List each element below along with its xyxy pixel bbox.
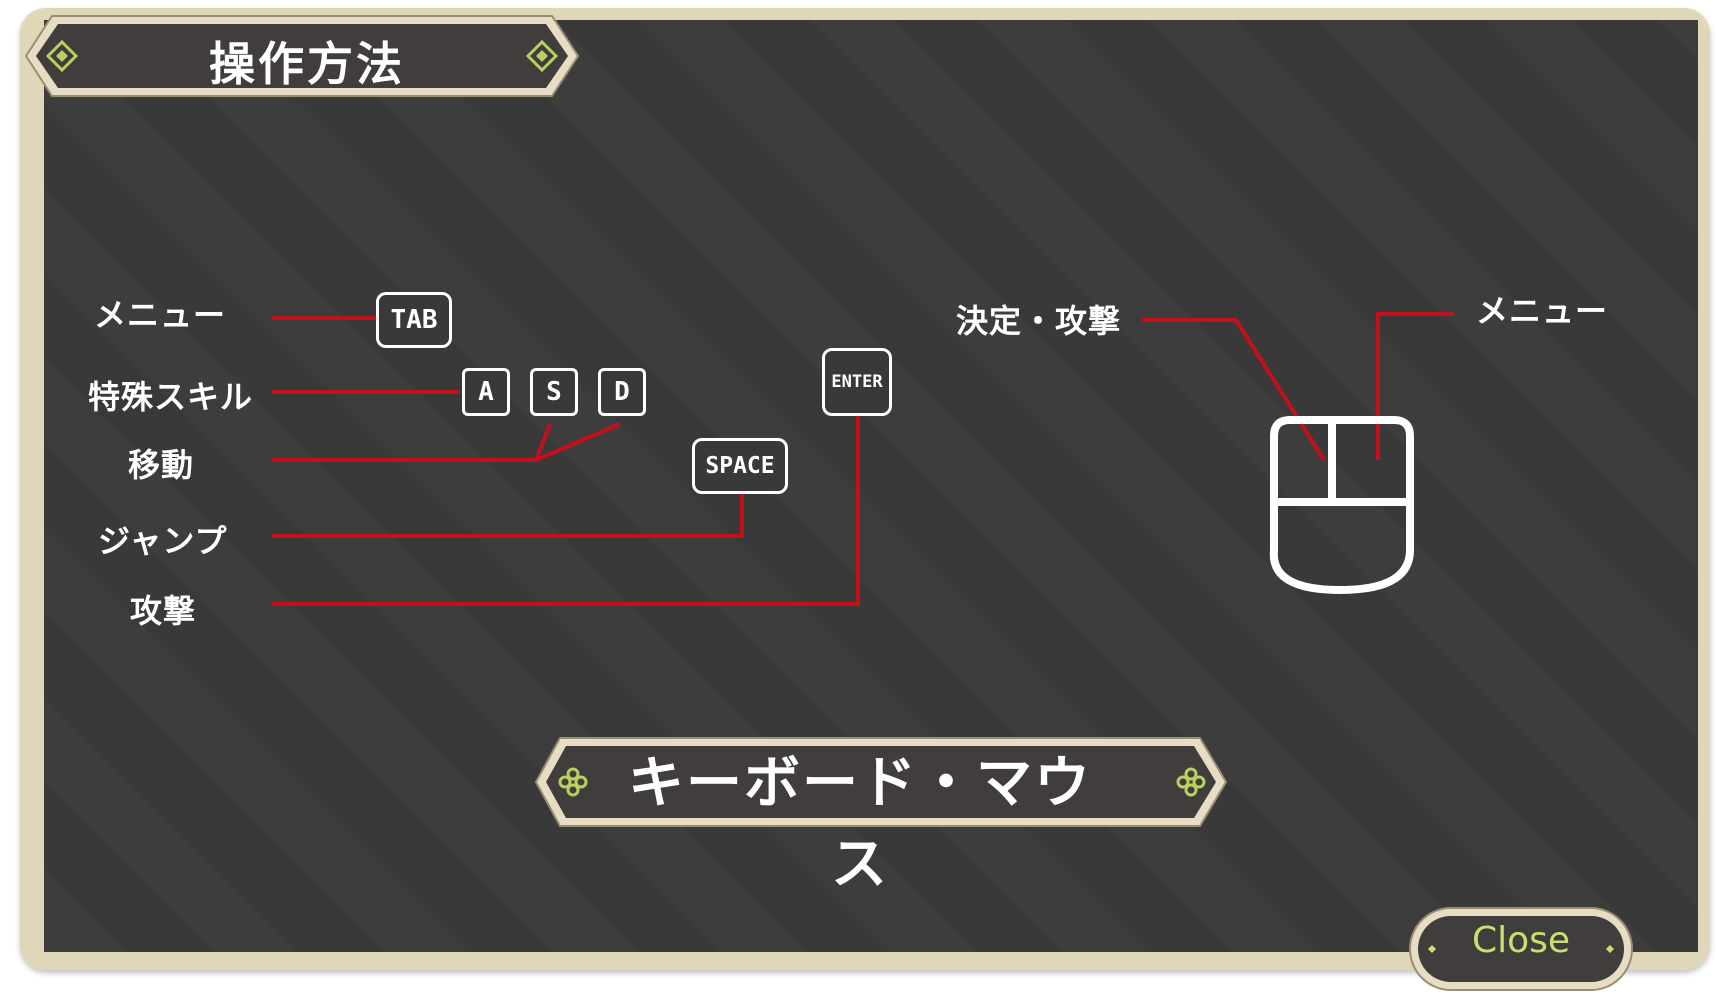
input-mode-title: キーボード・マウス [628,751,1092,897]
jump-connector-line [272,492,744,538]
close-button-shape [1409,907,1633,991]
controls-panel [44,20,1698,952]
mouse-right-label: メニュー [1476,292,1609,330]
mouse-icon [1269,416,1414,594]
title-banner: 操作方法 [12,6,582,106]
mouse-left-connector-line [1142,318,1326,462]
move-connector-line [272,423,552,462]
menu-label: メニュー [94,296,227,334]
move-label: 移動 [128,446,195,484]
mouse-right-connector-line [1376,312,1454,460]
special-skill-label: 特殊スキル [88,378,254,416]
attack-label: 攻撃 [130,592,197,630]
diamond-ornament-icon [45,39,79,73]
jump-label: ジャンプ [98,522,228,560]
tab-key: TAB [376,292,452,348]
s-key: S [530,368,578,416]
a-key: A [462,368,510,416]
attack-connector-line [272,416,860,606]
close-button[interactable]: Close [1408,906,1634,992]
d-key: D [598,368,646,416]
mouse-left-label: 決定・攻撃 [956,302,1122,340]
space-key: SPACE [692,438,788,494]
move-connector-branch [535,422,621,462]
diamond-ornament-icon [525,39,559,73]
page-title: 操作方法 [209,37,405,91]
diamond-dot-icon [1606,945,1614,953]
close-button-label: Close [1471,920,1571,961]
diamond-dot-icon [1428,945,1436,953]
title-banner-shape [24,15,580,97]
enter-key: ENTER [822,348,892,416]
